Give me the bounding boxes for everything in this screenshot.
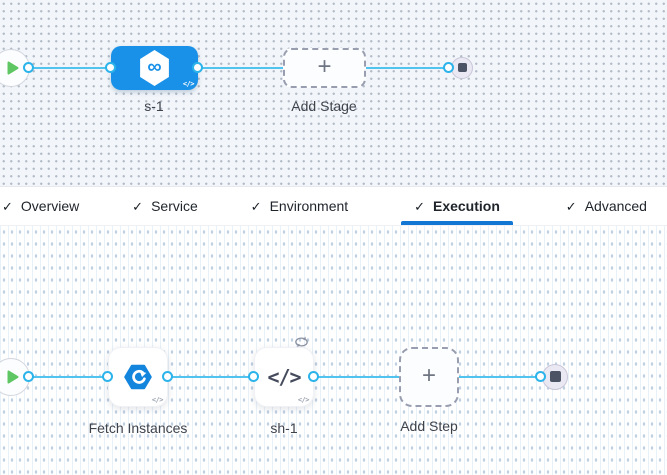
end-in-port[interactable] [443,62,454,73]
step-out-port[interactable] [162,371,173,382]
tab-overview[interactable]: ✓ Overview [2,187,79,225]
stage-config-tabbar: ✓ Overview ✓ Service ✓ Environment ✓ Exe… [0,186,667,226]
step-out-port[interactable] [308,371,319,382]
add-step-label: Add Step [400,418,458,434]
check-icon: ✓ [2,198,13,214]
stage-node-s1[interactable]: ∞ </> [111,46,198,90]
check-icon: ✓ [414,198,425,214]
tab-execution[interactable]: ✓ Execution [401,187,513,225]
stop-square-icon [549,371,561,382]
step-code-badge-icon[interactable]: </> [297,396,310,404]
execution-graph-canvas[interactable]: </> Fetch Instances </> </> sh-1 + Ad [0,226,667,475]
plus-icon: + [317,53,332,80]
tab-label: Service [151,198,198,214]
end-in-port[interactable] [535,371,546,382]
start-out-port[interactable] [23,62,34,73]
tab-label: Advanced [584,198,647,214]
step-in-port[interactable] [102,371,113,382]
step-node-sh-1[interactable]: </> </> [254,336,314,407]
step-node-fetch-instances[interactable]: </> [108,347,168,407]
check-icon: ✓ [250,198,262,214]
add-step-button[interactable]: + [399,347,459,407]
tab-advanced[interactable]: ✓ Advanced [566,187,647,225]
check-icon: ✓ [565,198,577,214]
tab-label: Overview [20,198,80,214]
check-icon: ✓ [132,198,144,214]
stop-square-icon [457,63,467,72]
tab-service[interactable]: ✓ Service [132,187,198,225]
infinity-glyph: ∞ [147,56,162,78]
plus-icon: + [421,362,436,389]
stage-label: s-1 [144,98,164,114]
step-label: sh-1 [270,420,298,436]
stage-code-badge-icon[interactable]: </> [182,80,195,88]
code-icon: </> [267,365,301,389]
stage-out-port[interactable] [192,62,203,73]
step-code-badge-icon[interactable]: </> [151,396,164,404]
start-out-port[interactable] [23,371,34,382]
step-label: Fetch Instances [88,420,188,436]
pipeline-end-node[interactable] [451,56,473,79]
loop-strategy-icon[interactable] [294,335,309,353]
tab-environment[interactable]: ✓ Environment [251,187,349,225]
step-in-port[interactable] [248,371,259,382]
add-stage-label: Add Stage [291,98,357,114]
play-icon [7,370,18,384]
stage-graph-canvas[interactable]: ∞ </> s-1 + Add Stage [0,0,667,186]
tab-label: Environment [269,198,349,214]
stage-connector-line [28,66,452,70]
play-icon [7,61,18,75]
stage-in-port[interactable] [105,62,116,73]
tab-label: Execution [432,198,500,214]
fetch-instances-icon [124,364,152,390]
add-stage-button[interactable]: + [283,48,366,88]
hexagon-infinity-icon: ∞ [140,50,169,86]
